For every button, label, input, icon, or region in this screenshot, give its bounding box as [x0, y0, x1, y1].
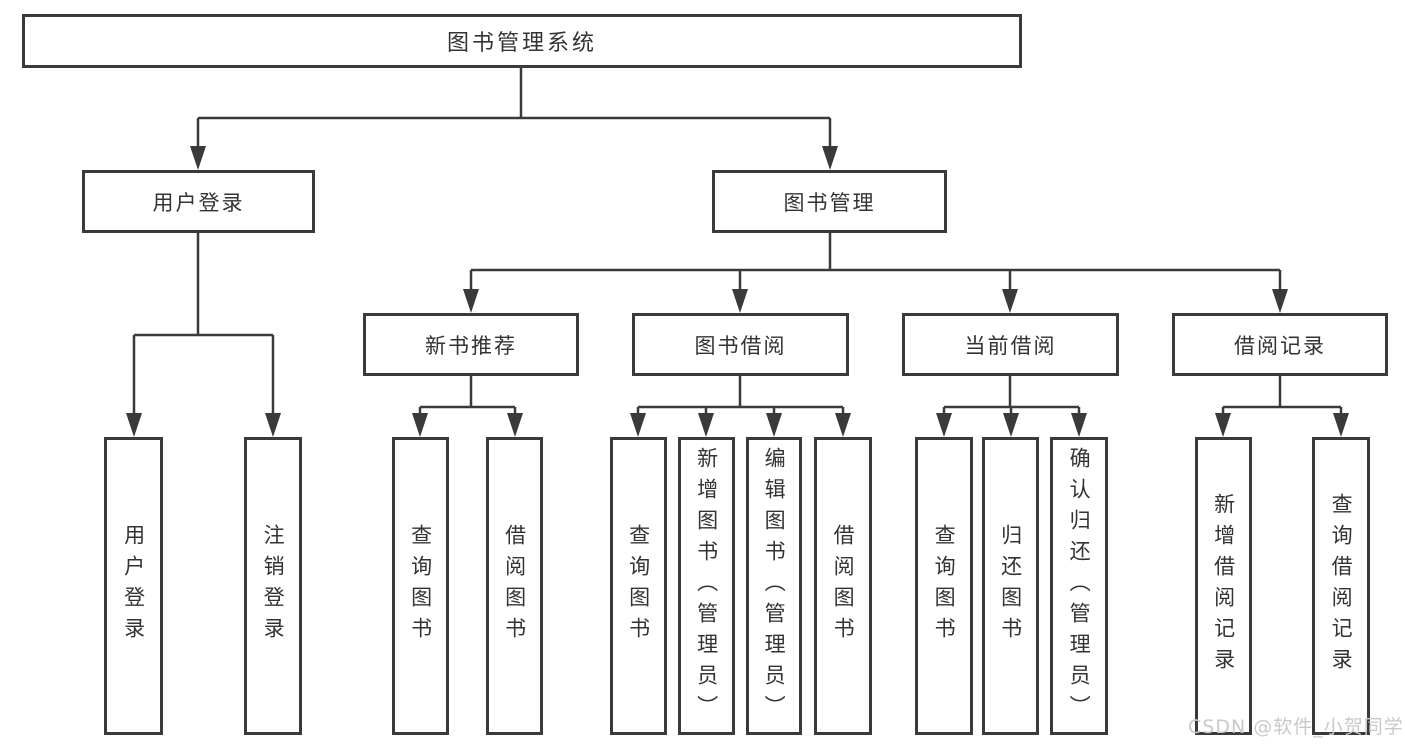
leaf-edit-book-admin-label: 编辑图书（管理员）	[762, 446, 787, 726]
leaf-query-borrow-record: 查询借阅记录	[1312, 437, 1370, 735]
leaf-add-book-admin-label: 新增图书（管理员）	[694, 446, 719, 726]
leaf-borrow-book: 借阅图书	[814, 437, 872, 735]
leaf-borrow-book-recommend: 借阅图书	[486, 437, 543, 735]
node-borrow-records: 借阅记录	[1172, 313, 1388, 376]
node-current-borrow: 当前借阅	[902, 313, 1119, 376]
arrowheads	[126, 146, 1349, 437]
node-root-library-system: 图书管理系统	[22, 14, 1022, 68]
leaf-return-book: 归还图书	[982, 437, 1039, 735]
node-new-book-recommend: 新书推荐	[363, 313, 579, 376]
leaf-borrow-book-recommend-label: 借阅图书	[502, 524, 527, 648]
leaf-user-login-label: 用户登录	[121, 524, 146, 648]
leaf-confirm-return-admin-label: 确认归还（管理员）	[1067, 446, 1092, 726]
node-borrow-records-label: 借阅记录	[1234, 333, 1326, 358]
node-user-login: 用户登录	[82, 170, 315, 233]
leaf-borrow-book-label: 借阅图书	[831, 524, 856, 648]
node-user-login-label: 用户登录	[152, 190, 245, 215]
leaf-query-borrow-record-label: 查询借阅记录	[1329, 493, 1354, 679]
node-book-management: 图书管理	[712, 170, 947, 233]
leaf-query-book-borrow: 查询图书	[610, 437, 667, 735]
node-book-borrow: 图书借阅	[632, 313, 849, 376]
csdn-watermark: CSDN @软件_小贺同学	[1188, 716, 1404, 738]
leaf-confirm-return-admin: 确认归还（管理员）	[1050, 437, 1108, 735]
leaf-edit-book-admin: 编辑图书（管理员）	[746, 437, 802, 735]
leaf-add-borrow-record-label: 新增借阅记录	[1211, 493, 1236, 679]
leaf-logout: 注销登录	[244, 437, 302, 735]
leaf-add-book-admin: 新增图书（管理员）	[678, 437, 735, 735]
leaf-logout-label: 注销登录	[261, 524, 286, 648]
leaf-query-book-recommend: 查询图书	[392, 437, 449, 735]
leaf-return-book-label: 归还图书	[998, 524, 1023, 648]
leaf-query-book-current-label: 查询图书	[932, 524, 957, 648]
leaf-query-book-current: 查询图书	[915, 437, 973, 735]
leaf-add-borrow-record: 新增借阅记录	[1195, 437, 1252, 735]
node-book-borrow-label: 图书借阅	[694, 333, 787, 358]
node-new-book-recommend-label: 新书推荐	[425, 333, 517, 358]
leaf-user-login: 用户登录	[104, 437, 163, 735]
leaf-query-book-borrow-label: 查询图书	[626, 524, 651, 648]
node-book-management-label: 图书管理	[783, 190, 876, 215]
leaf-query-book-recommend-label: 查询图书	[408, 524, 433, 648]
node-current-borrow-label: 当前借阅	[964, 333, 1057, 358]
node-root-label: 图书管理系统	[446, 31, 597, 56]
tree-edges	[132, 68, 1343, 417]
